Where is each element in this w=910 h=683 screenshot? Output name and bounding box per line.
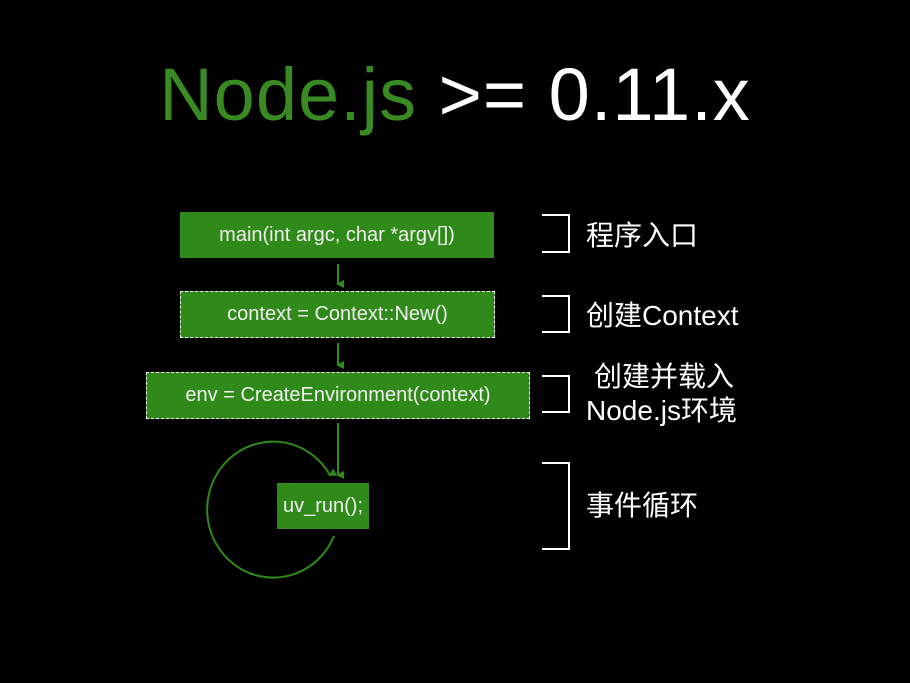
bracket-1: [542, 214, 570, 253]
label-create-context: 创建Context: [586, 300, 739, 331]
step-uvrun-box: uv_run();: [277, 483, 369, 529]
step-main-box: main(int argc, char *argv[]): [180, 212, 494, 258]
label-event-loop: 事件循环: [586, 490, 699, 521]
brackets: [542, 214, 570, 550]
title-version: >= 0.11.x: [417, 53, 751, 136]
slide-title: Node.js >= 0.11.x: [0, 52, 910, 137]
step-env-box: env = CreateEnvironment(context): [146, 372, 530, 419]
bracket-3: [542, 375, 570, 413]
title-node: Node.js: [159, 53, 418, 136]
step-context-box: context = Context::New(): [180, 291, 495, 338]
label-entry: 程序入口: [586, 220, 699, 251]
loop-arrow: [206, 440, 338, 579]
bracket-4: [542, 462, 570, 550]
bracket-2: [542, 295, 570, 333]
label-load-env-2: Node.js环境: [586, 395, 737, 426]
label-load-env-1: 创建并载入: [594, 361, 735, 392]
